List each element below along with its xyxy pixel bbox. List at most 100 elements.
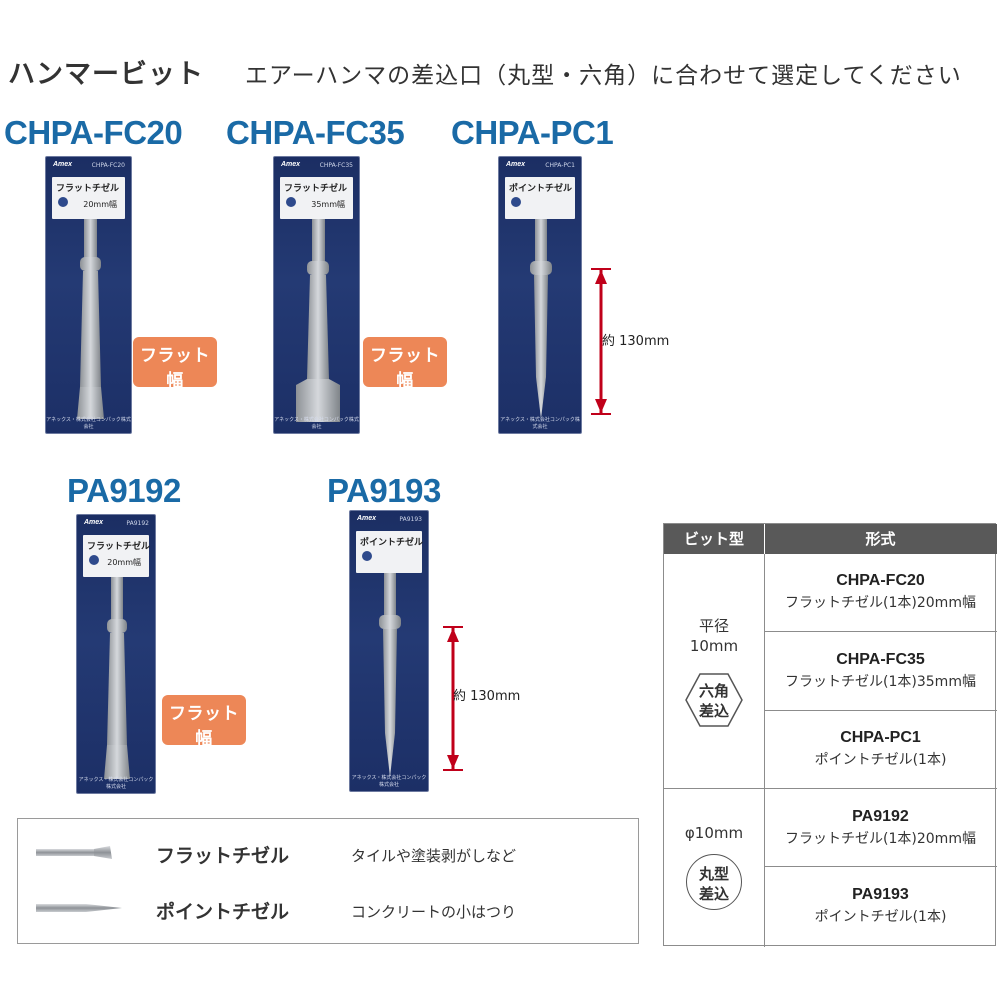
page-subtitle: エアーハンマの差込口（丸型・六角）に合わせて選定してください (245, 63, 962, 89)
row-description: ポイントチゼル(1本) (814, 909, 947, 925)
table-header-model: 形式 (764, 524, 997, 554)
page-title: ハンマービット (8, 59, 204, 90)
point-chisel-bit-icon (379, 573, 401, 777)
length-arrow-icon (443, 626, 463, 771)
product-package-chpa-pc1: Amex CHPA-PC1 ポイントチゼル アネックス・株式会社コンパック株式会… (498, 156, 582, 434)
package-label-name: ポイントチゼル (360, 538, 424, 548)
package-label: フラットチゼル 20mm幅 (83, 535, 151, 577)
brand-logo: Amex (84, 519, 104, 526)
point-chisel-bit-icon (530, 219, 552, 419)
shank-label: 平径 (698, 617, 729, 635)
product-package-chpa-fc35: Amex CHPA-FC35 フラットチゼル 35mm幅 アネックス・株式会社コ… (273, 156, 360, 434)
badge-unit: mm (174, 396, 200, 412)
row-model: CHPA-FC35 (836, 651, 925, 668)
row-description: フラットチゼル(1本)35mm幅 (785, 674, 976, 690)
shank-value: 10mm (689, 637, 739, 655)
round-mark-icon (89, 555, 99, 565)
badge-label: フラット幅 (140, 346, 210, 391)
badge-unit: mm (404, 396, 430, 412)
package-footer: アネックス・株式会社コンパック株式会社 (351, 775, 427, 788)
round-mark-icon (362, 551, 372, 561)
wide-flat-chisel-bit-icon (296, 219, 340, 422)
product-package-pa9193: Amex PA9193 ポイントチゼル アネックス・株式会社コンパック株式会社 (349, 510, 429, 792)
model-name-chpa-fc20: CHPA-FC20 (4, 114, 183, 151)
model-name-chpa-pc1: CHPA-PC1 (451, 114, 614, 151)
length-label: 約 130mm (453, 689, 521, 704)
divider (764, 710, 997, 711)
table-row: PA9193 ポイントチゼル(1本) (764, 886, 997, 926)
product-package-pa9192: Amex PA9192 フラットチゼル 20mm幅 アネックス・株式会社コンパッ… (76, 514, 156, 794)
insert-type-label: 丸型 (698, 865, 729, 883)
point-chisel-icon (36, 904, 122, 912)
hexagon-mark-icon (511, 197, 521, 207)
package-code: CHPA-FC35 (319, 162, 353, 169)
table-header-bit-type: ビット型 (664, 524, 764, 554)
badge-unit: mm (203, 754, 229, 770)
insert-type-label: 差込 (698, 702, 729, 720)
package-code: PA9192 (126, 520, 149, 527)
package-label-name: フラットチゼル (284, 184, 348, 194)
divider (664, 788, 997, 789)
brand-logo: Amex (53, 161, 73, 168)
shank-size-hex: 平径 10mm (664, 616, 764, 656)
badge-label: フラット幅 (370, 346, 440, 391)
legend-point-chisel-desc: コンクリートの小はつり (351, 903, 517, 921)
package-label-name: ポイントチゼル (509, 184, 573, 194)
row-model: PA9192 (852, 808, 909, 825)
divider (764, 554, 765, 947)
package-label-name: フラットチゼル (87, 542, 151, 552)
table-row: CHPA-FC35 フラットチゼル(1本)35mm幅 (764, 651, 997, 691)
table-row: CHPA-PC1 ポイントチゼル(1本) (764, 729, 997, 769)
brand-logo: Amex (357, 515, 377, 522)
row-description: ポイントチゼル(1本) (814, 752, 947, 768)
legend-flat-chisel-desc: タイルや塗装剥がしなど (351, 847, 517, 865)
row-model: PA9193 (852, 886, 909, 903)
package-footer: アネックス・株式会社コンパック株式会社 (500, 417, 580, 430)
round-insert-icon: 丸型 差込 (686, 854, 742, 910)
chisel-type-legend: フラットチゼル タイルや塗装剥がしなど ポイントチゼル コンクリートの小はつり (17, 818, 639, 944)
divider (764, 866, 997, 867)
row-description: フラットチゼル(1本)20mm幅 (785, 831, 976, 847)
hexagon-insert-icon: 六角 差込 (684, 672, 744, 728)
model-name-pa9192: PA9192 (67, 472, 181, 509)
model-name-pa9193: PA9193 (327, 472, 441, 509)
row-model: CHPA-FC20 (836, 572, 925, 589)
package-label-width: 20mm幅 (107, 558, 141, 567)
flat-width-badge-35: フラット幅 35mm (363, 337, 447, 413)
package-code: PA9193 (399, 516, 422, 523)
insert-type-label: 差込 (698, 885, 729, 903)
model-name-chpa-fc35: CHPA-FC35 (226, 114, 405, 151)
flat-width-badge-20: フラット幅 20mm (162, 695, 246, 771)
flat-chisel-bit-icon (104, 577, 130, 779)
shank-size-round: φ10mm (684, 824, 744, 842)
row-description: フラットチゼル(1本)20mm幅 (785, 595, 976, 611)
badge-value: 35 (380, 389, 405, 414)
hexagon-mark-icon (286, 197, 296, 207)
row-model: CHPA-PC1 (840, 729, 921, 746)
product-package-chpa-fc20: Amex CHPA-FC20 フラットチゼル 20mm幅 アネックス・株式会社コ… (45, 156, 132, 434)
package-label: フラットチゼル 20mm幅 (52, 177, 125, 219)
package-label: フラットチゼル 35mm幅 (280, 177, 353, 219)
package-label-width: 20mm幅 (83, 200, 117, 209)
flat-width-badge-20: フラット幅 20mm (133, 337, 217, 413)
brand-logo: Amex (281, 161, 301, 168)
package-label: ポイントチゼル (356, 531, 424, 573)
legend-point-chisel-name: ポイントチゼル (156, 901, 290, 923)
package-label-width: 35mm幅 (311, 200, 345, 209)
legend-flat-chisel-name: フラットチゼル (156, 845, 290, 867)
package-footer: アネックス・株式会社コンパック株式会社 (78, 777, 154, 790)
package-footer: アネックス・株式会社コンパック株式会社 (46, 417, 131, 430)
flat-chisel-icon (36, 846, 112, 859)
divider (764, 631, 997, 632)
divider (764, 524, 765, 554)
badge-value: 20 (179, 747, 204, 772)
insert-type-label: 六角 (698, 682, 729, 700)
package-code: CHPA-FC20 (91, 162, 125, 169)
package-label: ポイントチゼル (505, 177, 575, 219)
hexagon-mark-icon (58, 197, 68, 207)
table-row: CHPA-FC20 フラットチゼル(1本)20mm幅 (764, 572, 997, 612)
brand-logo: Amex (506, 161, 526, 168)
package-code: CHPA-PC1 (545, 162, 575, 169)
badge-value: 20 (150, 389, 175, 414)
flat-chisel-bit-icon (77, 219, 104, 419)
